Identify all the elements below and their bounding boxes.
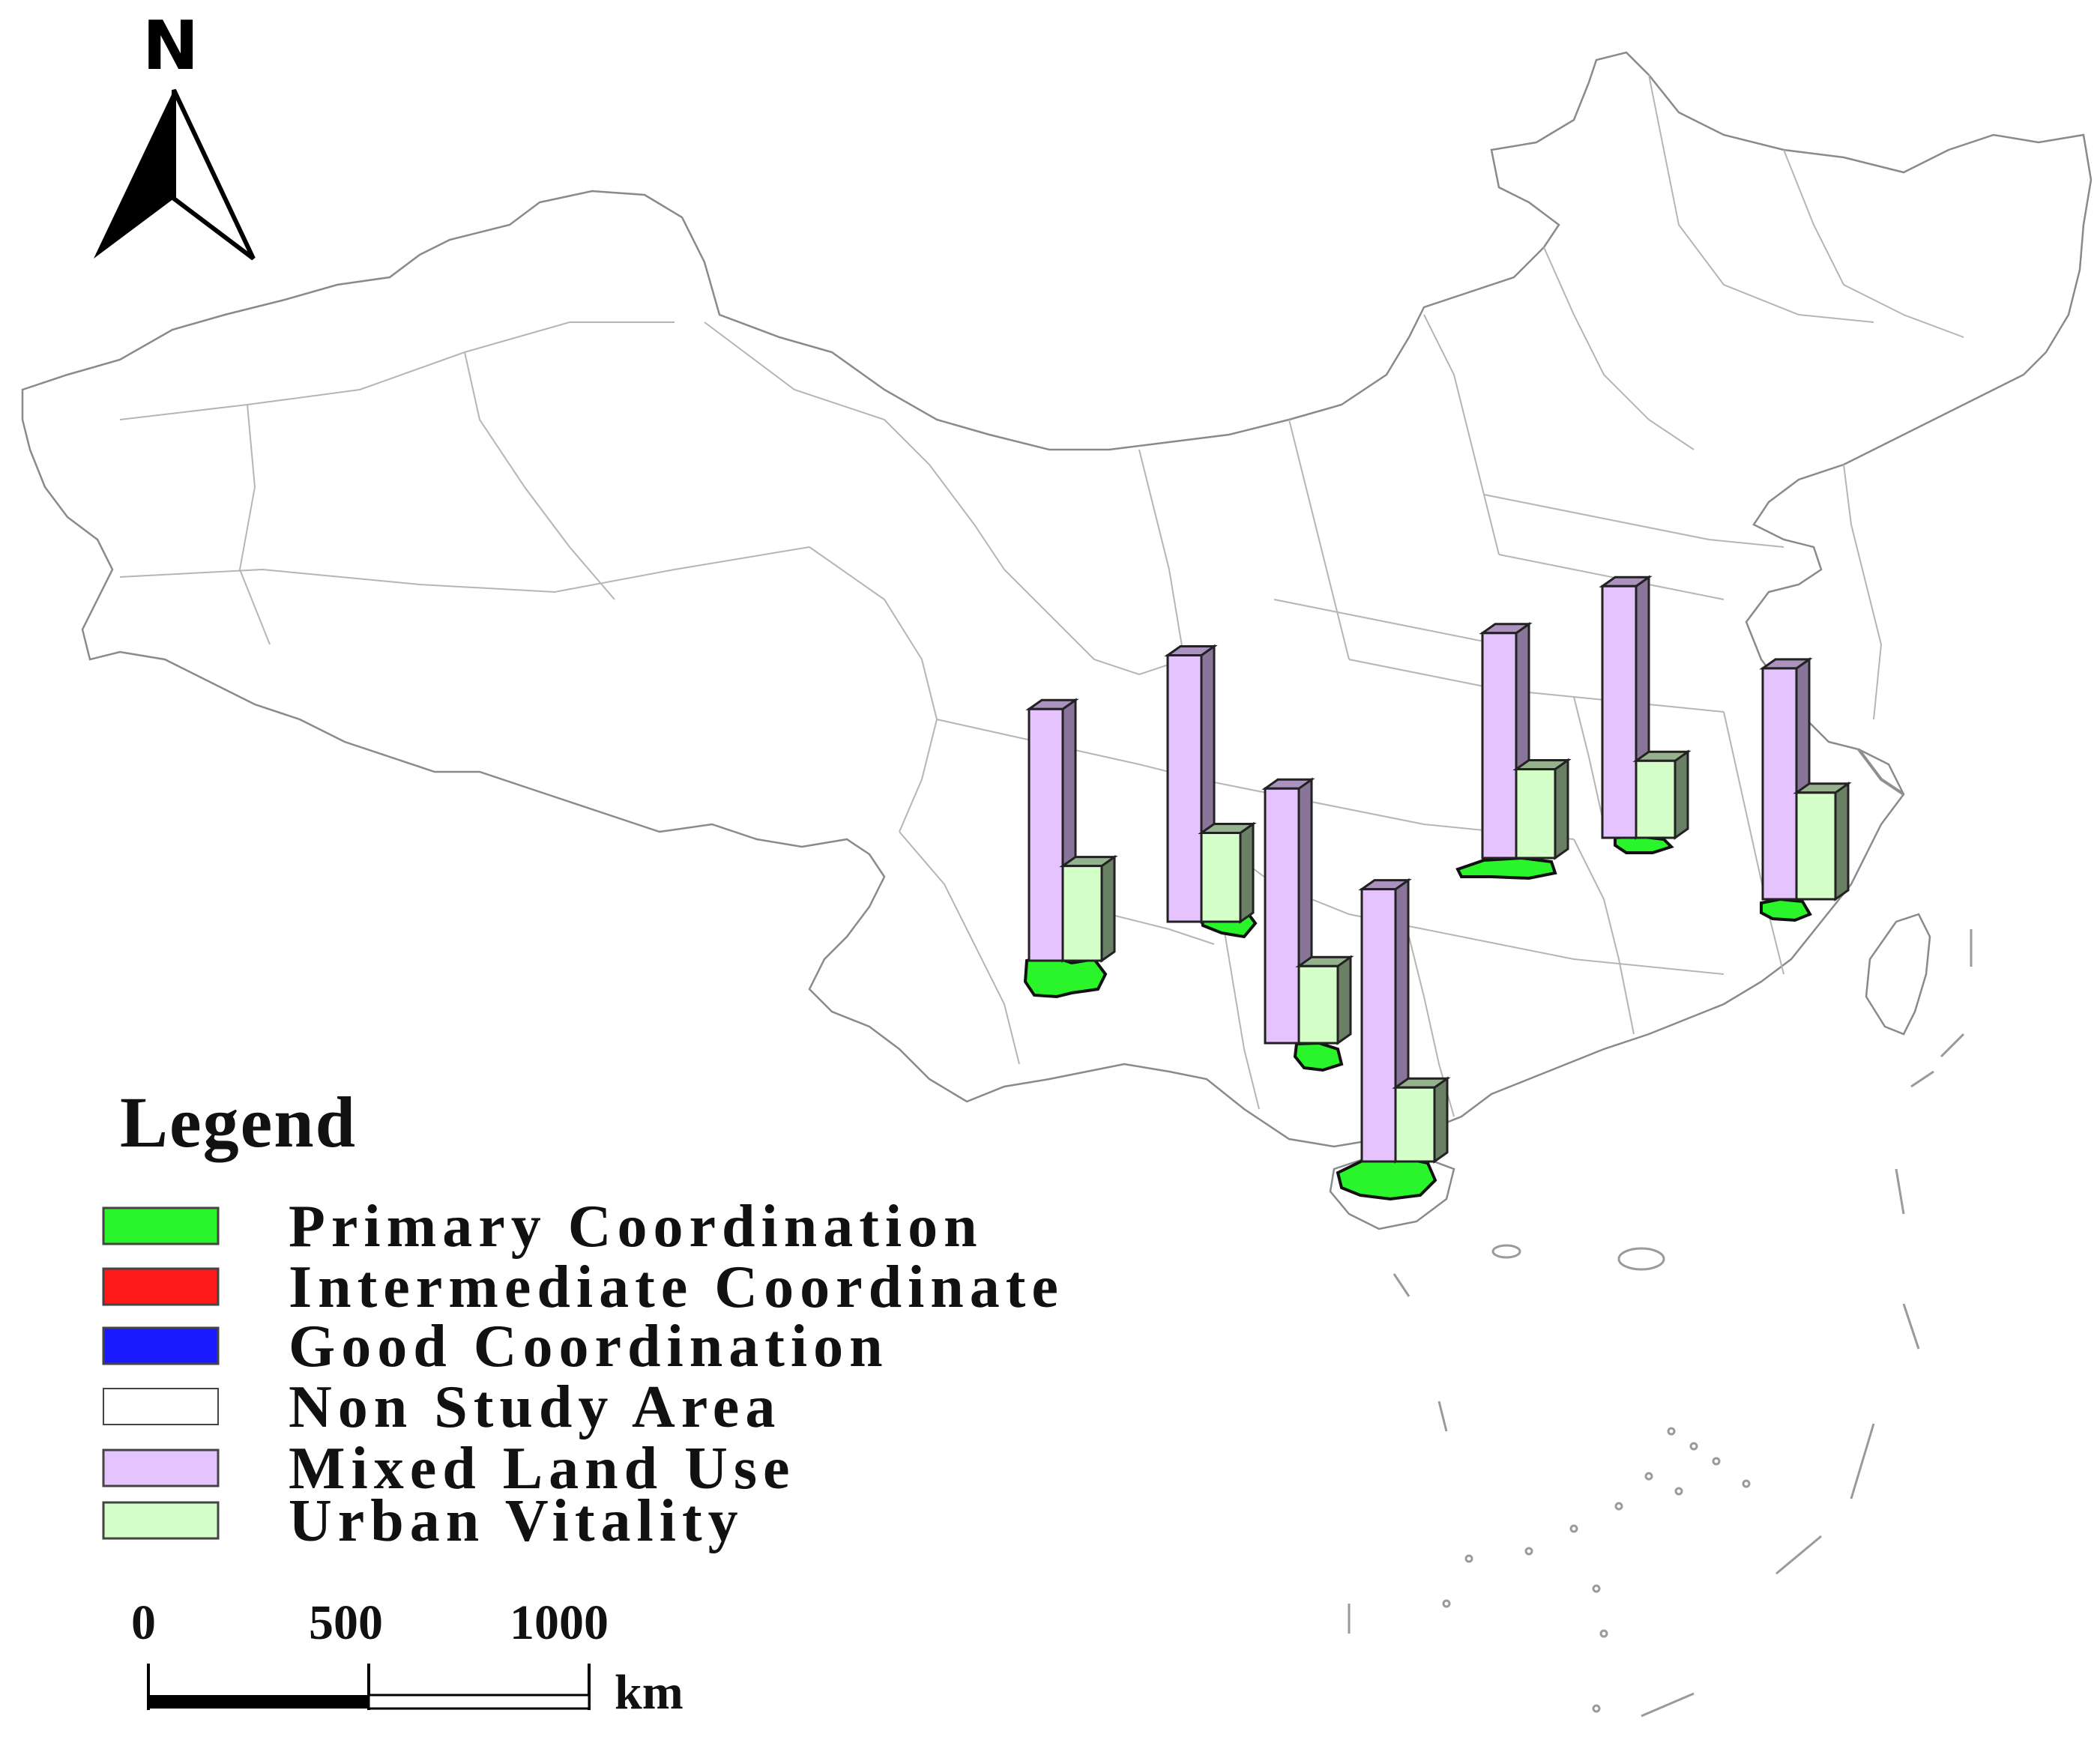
legend-swatch bbox=[102, 1326, 220, 1365]
legend-swatch bbox=[103, 1388, 219, 1425]
urban-vitality-bar-side bbox=[1554, 758, 1569, 860]
legend-title: Legend bbox=[120, 1082, 357, 1162]
legend-item-label: Mixed Land Use bbox=[289, 1436, 796, 1502]
mixed-land-use-bar bbox=[1360, 888, 1397, 1163]
urban-vitality-bar bbox=[1394, 1086, 1436, 1163]
urban-vitality-bar bbox=[1635, 759, 1677, 839]
north-arrow-right-icon bbox=[172, 88, 256, 261]
legend-swatch bbox=[102, 1449, 220, 1487]
legend-item-label: Urban Vitality bbox=[289, 1488, 744, 1554]
mixed-land-use-bar bbox=[1601, 584, 1638, 839]
mixed-land-use-bar bbox=[1166, 654, 1203, 923]
mixed-land-use-bar bbox=[1264, 787, 1300, 1045]
legend-swatch bbox=[102, 1501, 220, 1540]
province-boundaries bbox=[119, 74, 1964, 1117]
urban-vitality-bar bbox=[1795, 791, 1837, 901]
urban-vitality-bar-side bbox=[1100, 854, 1116, 963]
legend-item-label: Non Study Area bbox=[289, 1374, 781, 1440]
scale-tick-1000: 1000 bbox=[510, 1595, 609, 1650]
coordination-region bbox=[1455, 856, 1557, 880]
coastal-islands bbox=[1348, 748, 1973, 1718]
urban-vitality-bar bbox=[1515, 768, 1557, 860]
study-site bbox=[1455, 621, 1572, 880]
north-label: N bbox=[142, 7, 199, 85]
urban-vitality-bar-side bbox=[1674, 749, 1689, 840]
north-arrow: N bbox=[94, 7, 256, 261]
scale-unit: km bbox=[615, 1665, 684, 1720]
urban-vitality-bar bbox=[1297, 964, 1339, 1045]
map-basemap bbox=[21, 51, 2093, 1718]
legend: Legend Primary CoordinationIntermediate … bbox=[102, 1082, 1064, 1554]
scale-tick-500: 500 bbox=[309, 1595, 383, 1650]
scale-segment-filled bbox=[148, 1695, 369, 1709]
study-site bbox=[1261, 777, 1354, 1072]
urban-vitality-bar bbox=[1061, 865, 1103, 962]
study-sites bbox=[1023, 575, 1852, 1201]
legend-item-label: Primary Coordination bbox=[289, 1194, 983, 1260]
scale-segment-empty bbox=[367, 1694, 591, 1710]
legend-swatch bbox=[102, 1267, 220, 1306]
study-site bbox=[1336, 877, 1451, 1201]
mixed-land-use-bar bbox=[1028, 707, 1064, 962]
coordination-region bbox=[1293, 1041, 1344, 1072]
legend-swatch bbox=[102, 1206, 220, 1245]
north-arrow-left-icon bbox=[94, 90, 174, 259]
legend-item-label: Intermediate Coordinate bbox=[289, 1254, 1064, 1320]
urban-vitality-bar-side bbox=[1336, 955, 1352, 1045]
mixed-land-use-bar bbox=[1481, 632, 1518, 860]
scale-tick-0: 0 bbox=[131, 1595, 156, 1650]
study-site bbox=[1023, 698, 1118, 999]
urban-vitality-bar-side bbox=[1834, 781, 1850, 901]
scale-bar: 0 500 1000 km bbox=[131, 1595, 684, 1720]
taiwan-outline bbox=[1865, 913, 1931, 1036]
legend-item-label: Good Coordination bbox=[289, 1314, 889, 1380]
urban-vitality-bar bbox=[1200, 832, 1242, 923]
study-site bbox=[1599, 575, 1692, 854]
study-site bbox=[1759, 657, 1852, 922]
coordination-region bbox=[1760, 897, 1812, 922]
urban-vitality-bar-side bbox=[1239, 821, 1255, 924]
mixed-land-use-bar bbox=[1761, 667, 1798, 901]
urban-vitality-bar-side bbox=[1433, 1076, 1449, 1164]
country-outline bbox=[21, 51, 2093, 1148]
study-site bbox=[1164, 644, 1258, 939]
